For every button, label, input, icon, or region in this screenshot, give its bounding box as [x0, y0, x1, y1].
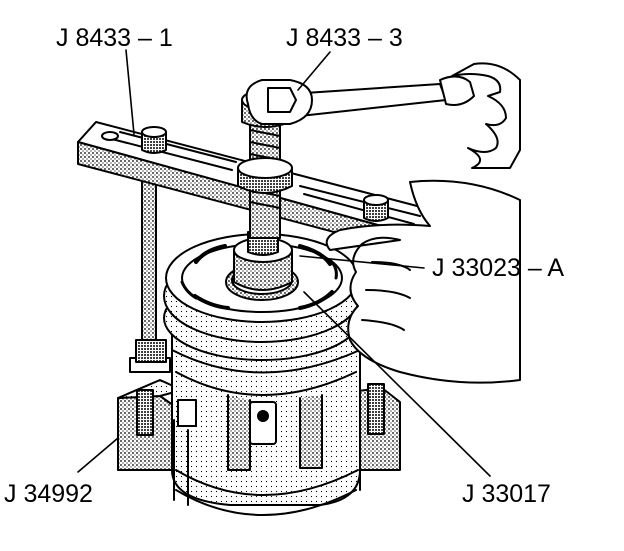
holding-fixture — [117, 379, 401, 471]
label-tool-bar: J 8433 – 1 — [56, 24, 173, 52]
label-hub-remover: J 33023 – A — [432, 254, 565, 282]
leader-forcing-screw — [297, 51, 331, 91]
label-holding-fixture: J 34992 — [4, 480, 93, 508]
label-clutch-hub: J 33017 — [462, 480, 551, 508]
label-forcing-screw: J 8433 – 3 — [286, 24, 403, 52]
leader-holding-fixture — [77, 437, 119, 473]
wrench — [245, 75, 475, 125]
leader-lines — [77, 49, 491, 477]
clutch-assembly — [163, 233, 361, 361]
hands — [325, 62, 521, 384]
leader-tool-bar — [125, 49, 135, 135]
compressor-body — [171, 329, 361, 516]
leader-clutch-hub — [303, 291, 491, 477]
hub-remover — [233, 231, 293, 291]
side-post — [129, 161, 171, 373]
leader-hub-remover — [299, 255, 425, 269]
